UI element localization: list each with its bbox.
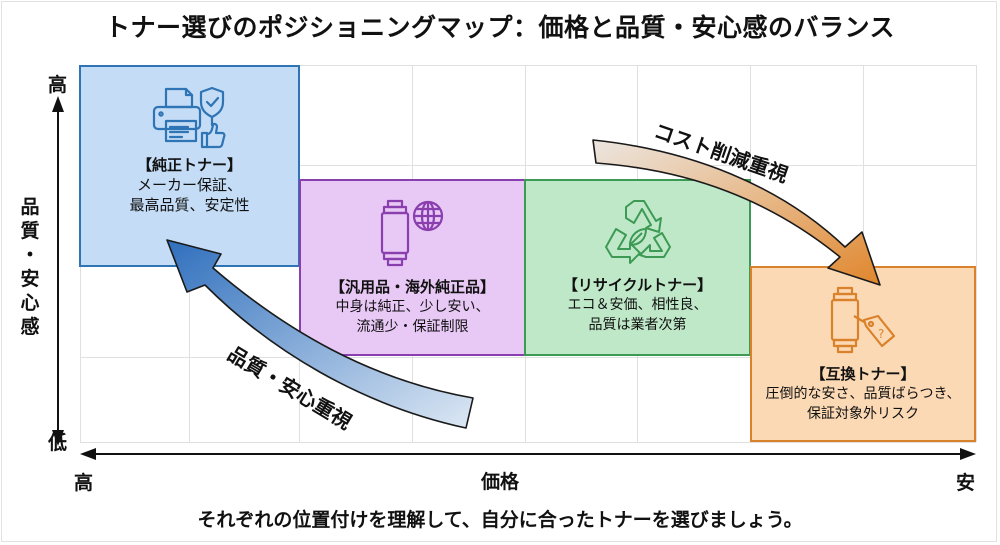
x-axis-right-label: 安	[956, 472, 976, 494]
x-axis-left-label: 高	[74, 472, 94, 494]
box-desc-line: 最高品質、安定性	[129, 196, 250, 214]
grid-line	[976, 65, 977, 442]
y-axis-title-char: 心	[20, 292, 40, 314]
y-axis-title-char: ・	[20, 244, 40, 266]
y-axis-title-char: 感	[20, 316, 40, 338]
box-desc-line: メーカー保証、	[136, 176, 242, 194]
cost-flow-arrow	[592, 139, 881, 286]
footer-caption: それぞれの位置付けを理解して、自分に合ったトナーを選びましょう。	[197, 509, 803, 531]
y-axis-high-label: 高	[48, 74, 68, 96]
box-title: 【汎用品・海外純正品】	[329, 278, 495, 296]
y-axis-low-label: 低	[48, 432, 68, 454]
box-desc-line: 品質は業者次第	[588, 317, 687, 333]
grid-line	[80, 442, 976, 443]
box-title: 【互換トナー】	[810, 365, 916, 383]
y-axis-title-char: 質	[20, 220, 40, 242]
recycle-leaf-icon	[604, 200, 671, 264]
cartridge-globe-icon	[380, 199, 443, 267]
y-axis-arrow	[52, 96, 64, 446]
box-compatible-toner: ? 【互換トナー】 圧倒的な安さ、品質ばらつき、 保証対象外リスク	[750, 266, 976, 442]
grid-line	[80, 65, 976, 66]
grid-line	[80, 357, 976, 358]
x-axis-title: 価格	[480, 471, 519, 493]
box-desc-line: 保証対象外リスク	[807, 406, 919, 422]
cartridge-price-tag-icon: ?	[830, 286, 896, 354]
box-desc-line: エコ＆安価、相性良、	[567, 297, 708, 313]
x-axis-arrow	[80, 448, 976, 460]
box-title: 【リサイクルトナー】	[562, 276, 713, 294]
box-desc-line: 圧倒的な安さ、品質ばらつき、	[765, 386, 961, 402]
box-desc-line: 中身は純正、少し安い、	[335, 299, 490, 315]
box-title: 【純正トナー】	[136, 156, 242, 174]
quality-flow-arrow	[166, 239, 474, 429]
box-genuine-toner: 【純正トナー】 メーカー保証、 最高品質、安定性	[79, 65, 300, 267]
box-desc-line: 流通少・保証制限	[356, 319, 469, 335]
y-axis-title: 品 質 ・ 安 心 感	[18, 195, 42, 339]
diagram-title: トナー選びのポジショニングマップ：価格と品質・安心感のバランス	[104, 13, 895, 42]
y-axis-title-char: 安	[20, 268, 40, 290]
svg-text:?: ?	[878, 327, 884, 341]
grid-line	[80, 165, 976, 166]
y-axis-title-char: 品	[20, 196, 40, 218]
box-generic-toner: 【汎用品・海外純正品】 中身は純正、少し安い、 流通少・保証制限	[299, 179, 526, 356]
printer-shield-thumbsup-icon	[152, 86, 225, 149]
box-recycle-toner: 【リサイクルトナー】 エコ＆安価、相性良、 品質は業者次第	[524, 179, 751, 356]
